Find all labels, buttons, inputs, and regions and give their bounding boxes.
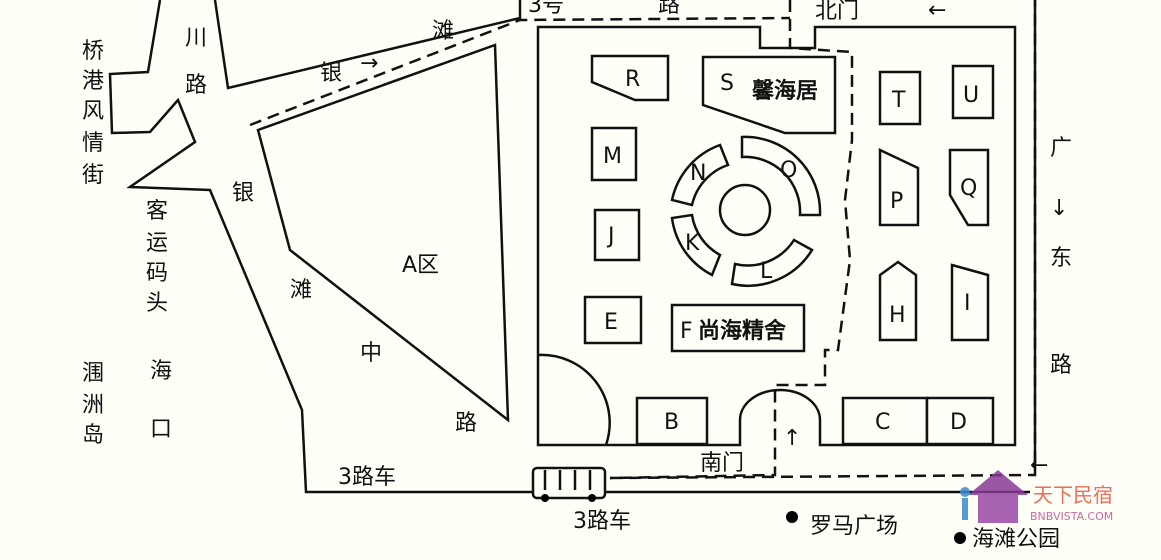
road-label: 广 xyxy=(1050,136,1072,161)
quarter-circle xyxy=(537,353,611,446)
building-label: S xyxy=(720,71,734,96)
building-u[interactable] xyxy=(951,64,995,120)
building-label: P xyxy=(890,189,903,214)
building-name: 尚海精舍 xyxy=(698,318,787,344)
arrow-up-icon: ↑ xyxy=(783,426,801,451)
building-label: D xyxy=(950,410,967,435)
north-gate-label: 北门 xyxy=(815,0,859,24)
place-label: 码 xyxy=(146,261,168,286)
building-label: I xyxy=(964,291,971,316)
walking-route xyxy=(609,0,1037,480)
walking-route xyxy=(249,16,791,127)
road-label: 银 xyxy=(232,181,254,206)
a-zone-area xyxy=(256,43,510,423)
place-label: 客 xyxy=(146,199,168,224)
arrow-left-icon: ← xyxy=(928,0,946,23)
building-label: F xyxy=(680,319,693,344)
building-label: B xyxy=(664,410,679,435)
arrow-left-icon: ← xyxy=(1030,453,1048,478)
road-label: 中 xyxy=(360,341,382,366)
arrow-down-icon: ↓ xyxy=(1050,196,1068,221)
building-o[interactable] xyxy=(740,135,822,217)
place-label: 岛 xyxy=(82,423,104,448)
place-label: 洲 xyxy=(82,393,104,418)
building-s[interactable] xyxy=(701,55,837,135)
watermark-url: BNBVISTA.COM xyxy=(1030,510,1113,523)
building-c[interactable] xyxy=(841,396,929,446)
building-label: C xyxy=(875,410,890,435)
building-label: T xyxy=(891,88,906,113)
south-gate-label: 南门 xyxy=(700,451,744,476)
building-label: J xyxy=(606,224,615,249)
arrow-right-icon: → xyxy=(360,51,378,76)
road-label: 3号 xyxy=(528,0,564,18)
building-label: U xyxy=(963,83,979,108)
building-k[interactable] xyxy=(670,213,722,277)
road-edge xyxy=(108,0,1030,494)
building-l[interactable] xyxy=(730,238,814,287)
place-label: 运 xyxy=(146,231,168,256)
place-label: 港 xyxy=(82,69,104,94)
building-p[interactable] xyxy=(878,148,920,227)
place-label: 街 xyxy=(82,163,104,188)
roma-square-label: 罗马广场 xyxy=(810,514,898,539)
building-label: N xyxy=(690,161,706,186)
building-label: E xyxy=(604,310,618,335)
building-j[interactable] xyxy=(593,208,641,262)
center-circle xyxy=(718,183,772,237)
building-f[interactable] xyxy=(670,303,806,353)
building-m[interactable] xyxy=(590,126,638,182)
building-n[interactable] xyxy=(670,143,730,207)
building-label: R xyxy=(625,67,640,92)
building-label: H xyxy=(889,303,906,328)
building-h[interactable] xyxy=(878,260,918,342)
place-label: 桥 xyxy=(82,39,104,64)
bus-route-label: 3路车 xyxy=(338,465,396,490)
watermark-logo: 天下民宿 BNBVISTA.COM xyxy=(960,470,1113,523)
building-d[interactable] xyxy=(925,396,995,446)
place-label: 海 xyxy=(150,359,172,384)
roma-dot xyxy=(786,511,798,523)
watermark-text: 天下民宿 xyxy=(1033,483,1113,507)
bus-icon xyxy=(531,466,607,502)
road-label: 滩 xyxy=(432,19,454,44)
building-label: L xyxy=(760,259,773,284)
road-label: 路 xyxy=(185,73,207,98)
walking-route xyxy=(609,0,854,480)
road-edge xyxy=(213,0,522,90)
bus-route-label: 3路车 xyxy=(573,509,631,534)
building-label: M xyxy=(603,144,622,169)
building-t[interactable] xyxy=(878,70,922,126)
road-label: 路 xyxy=(658,0,680,18)
building-e[interactable] xyxy=(583,295,643,345)
building-label: O xyxy=(780,158,797,183)
haitan-dot xyxy=(954,532,966,544)
road-label: 路 xyxy=(1050,353,1072,378)
road-label: 川 xyxy=(185,26,207,51)
building-q[interactable] xyxy=(948,148,990,227)
a-zone-label: A区 xyxy=(402,253,439,278)
building-i[interactable] xyxy=(950,263,990,342)
building-name: 馨海居 xyxy=(751,78,818,104)
place-label: 涠 xyxy=(82,361,104,386)
place-label: 情 xyxy=(82,131,104,156)
road-label: 滩 xyxy=(290,278,312,303)
place-label: 风 xyxy=(82,99,104,124)
building-b[interactable] xyxy=(635,396,709,446)
place-label: 头 xyxy=(146,291,168,316)
road-label: 银 xyxy=(320,61,342,86)
building-r[interactable] xyxy=(590,54,670,102)
place-label: 口 xyxy=(150,417,172,442)
road-label: 路 xyxy=(455,411,477,436)
road-label: 东 xyxy=(1050,246,1072,271)
building-label: K xyxy=(685,231,700,256)
beach-park-label: 海滩公园 xyxy=(972,527,1060,552)
building-label: Q xyxy=(960,176,977,201)
